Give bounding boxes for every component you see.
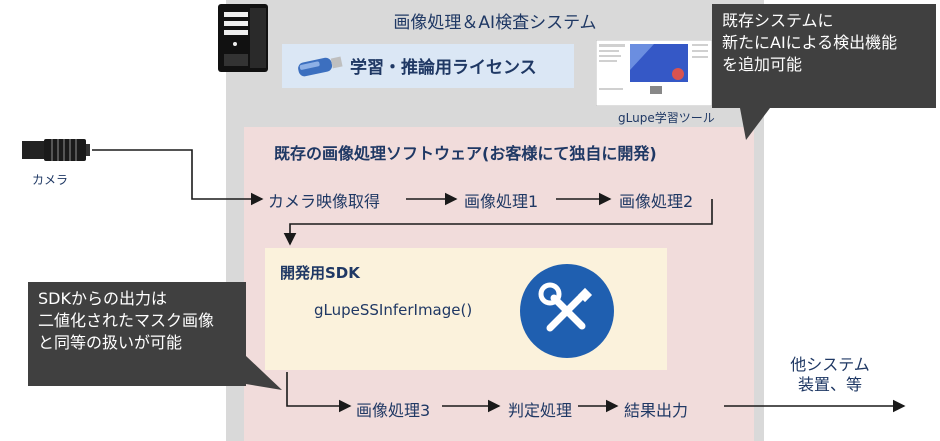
callout-line: 二値化されたマスク画像	[38, 311, 215, 330]
camera-label: カメラ	[32, 173, 69, 187]
callout-bottom-left: SDKからの出力は 二値化されたマスク画像 と同等の扱いが可能	[28, 282, 246, 386]
step-result-output: 結果出力	[624, 401, 689, 420]
step-process1: 画像処理1	[464, 192, 539, 211]
step-process2: 画像処理2	[619, 192, 694, 211]
callout-line: を追加可能	[722, 55, 803, 74]
software-title: 既存の画像処理ソフトウェア(お客様にて独自に開発)	[274, 144, 657, 163]
sdk-to-process3-arrow	[286, 372, 352, 413]
sdk-function: gLupeSSInferImage()	[314, 301, 473, 319]
callout-line: 新たにAIによる検出機能	[722, 33, 898, 52]
callout-line: SDKからの出力は	[38, 289, 167, 308]
tools-icon	[520, 264, 614, 358]
callout-top-right: 既存システムに 新たにAIによる検出機能 を追加可能	[712, 4, 936, 108]
glupe-tool-label: gLupe学習ツール	[618, 111, 715, 125]
pc-tower-icon	[218, 4, 268, 72]
usb-dongle-icon	[298, 56, 343, 77]
output-label: 他システム 装置、等	[770, 355, 890, 395]
camera-icon	[22, 139, 90, 161]
license-label: 学習・推論用ライセンス	[350, 58, 537, 78]
step-camera-capture: カメラ映像取得	[268, 192, 381, 211]
callout-line: と同等の扱いが可能	[38, 333, 183, 352]
callout-line: 既存システムに	[722, 11, 834, 30]
sdk-title: 開発用SDK	[280, 264, 360, 282]
process2-to-sdk-arrow	[283, 199, 713, 246]
camera-to-capture-arrow	[92, 149, 264, 206]
output-line: 装置、等	[797, 375, 862, 394]
callout-bottom-pointer	[246, 356, 282, 390]
step-process3: 画像処理3	[356, 401, 431, 420]
system-title: 画像処理＆AI検査システム	[393, 13, 597, 33]
step-judge: 判定処理	[508, 401, 573, 420]
output-line: 他システム	[790, 355, 870, 374]
screenshot-thumbnail	[596, 40, 712, 106]
callout-top-pointer	[740, 108, 770, 140]
